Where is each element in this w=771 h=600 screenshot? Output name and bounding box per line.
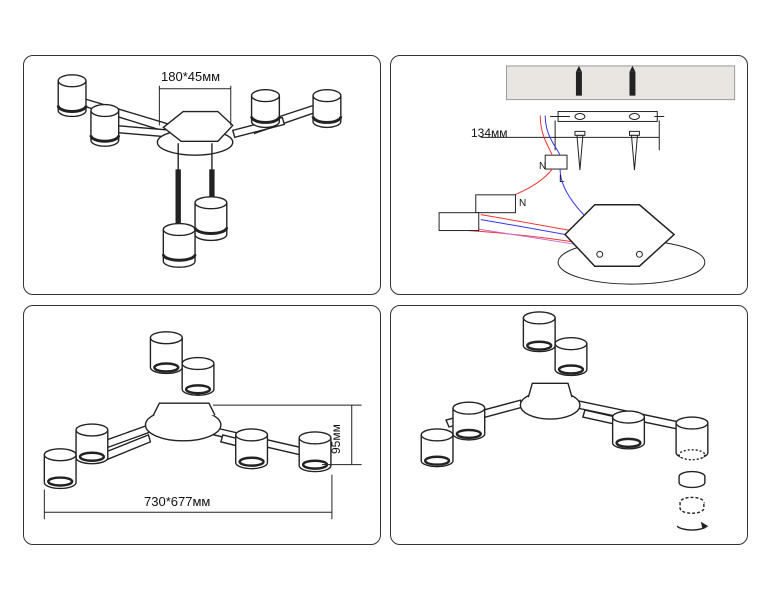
lamp-cup <box>56 74 88 118</box>
lamp-junction-box <box>162 110 234 142</box>
lamp-cup <box>43 448 77 490</box>
lamp-cup <box>181 356 215 396</box>
height-label: 95мм <box>329 424 343 454</box>
lamp-cup <box>420 428 454 468</box>
panel-mounting-view: 134мм N L N <box>390 55 748 295</box>
lamp-cup <box>554 337 588 377</box>
pendant-lamp-drawing <box>56 74 343 268</box>
mounting-bracket <box>557 111 658 122</box>
lamp-cup <box>311 89 343 129</box>
dimension-label: 180*45мм <box>161 69 221 84</box>
lamp-cup <box>298 431 332 473</box>
lamp-cup <box>75 423 109 465</box>
lamp-junction-box <box>563 204 676 267</box>
pendant-cup <box>193 196 229 242</box>
wall-anchor <box>575 65 636 96</box>
lamp-cup <box>250 89 281 129</box>
dimension-line <box>158 85 232 126</box>
flush-lamp-drawing <box>43 331 362 520</box>
dimension-label: 134мм <box>471 126 508 140</box>
lamp-cup <box>522 311 556 353</box>
size-label: 730*677мм <box>144 494 211 509</box>
lamp-cup <box>235 428 269 470</box>
mounting-drawing <box>438 65 736 285</box>
wire-label: N <box>539 161 547 172</box>
terminal-block <box>544 154 568 170</box>
lamp-cup <box>611 410 646 450</box>
bulb-replacement-drawing <box>420 311 709 531</box>
lamp-cup <box>452 401 486 441</box>
wire-connector <box>438 212 480 232</box>
lamp-cup <box>149 331 183 375</box>
wire-label: L <box>559 174 565 185</box>
wire-label: N <box>519 198 527 209</box>
lamp-cup <box>89 103 121 147</box>
wire-connector <box>475 194 516 214</box>
screw <box>550 115 665 171</box>
pendant-cup <box>161 222 197 268</box>
panel-bulb-replacement <box>390 305 748 545</box>
dimension-line <box>43 404 362 520</box>
ceiling-surface <box>506 65 736 101</box>
panel-pendant-view: 180*45мм <box>23 55 381 295</box>
lamp-cup-open <box>675 416 709 461</box>
panel-flush-view: 95мм 730*677мм <box>23 305 381 545</box>
